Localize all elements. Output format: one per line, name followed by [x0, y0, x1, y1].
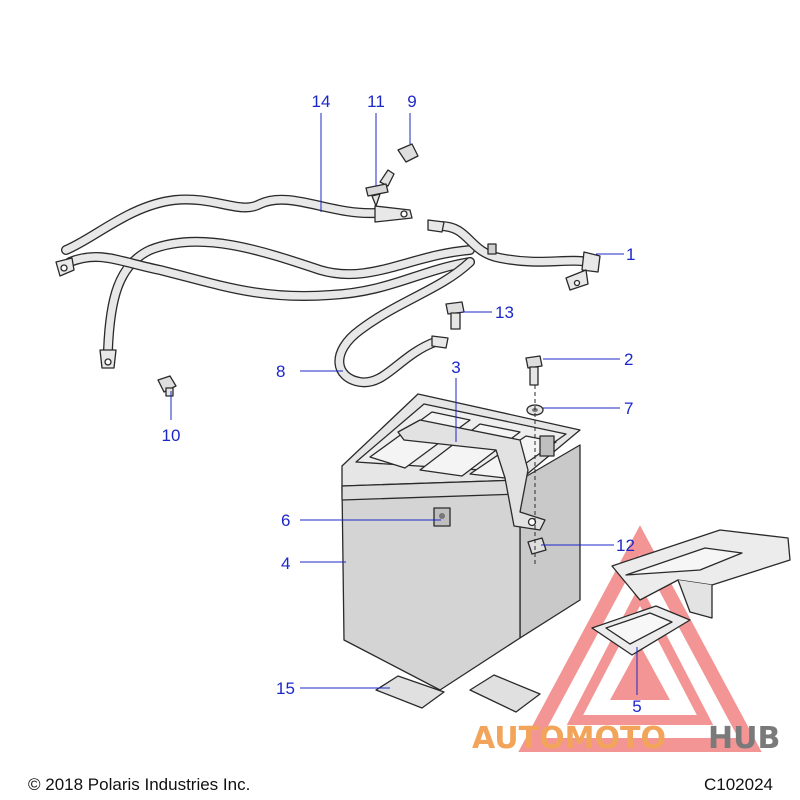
diagram-code: C102024 — [704, 775, 773, 794]
copyright-text: © 2018 Polaris Industries Inc. — [28, 775, 250, 794]
callout-1: 1 — [626, 245, 635, 264]
callout-7: 7 — [624, 399, 633, 418]
nut-12 — [527, 537, 547, 555]
battery-pads — [375, 674, 541, 713]
watermark-brand-text: AUTOMOTO HUB — [472, 721, 780, 756]
callout-3: 3 — [451, 358, 460, 377]
callout-labels: 14 11 9 1 13 2 7 8 3 10 6 4 12 15 5 — [162, 92, 642, 716]
bolt-13 — [445, 301, 465, 330]
bolt-2 — [525, 355, 543, 386]
callout-15: 15 — [276, 679, 295, 698]
callout-4: 4 — [281, 554, 290, 573]
cable-1 — [427, 219, 601, 291]
cable-long-lower — [99, 236, 475, 369]
callout-9: 9 — [407, 92, 416, 111]
cable-8 — [334, 257, 475, 388]
nut-9 — [397, 143, 419, 163]
watermark-brand-part1: AUTOMOTO — [472, 721, 666, 756]
push-rivet-11 — [365, 169, 395, 207]
leader-lines — [170, 113, 638, 695]
cable-14 — [61, 194, 413, 255]
callout-13: 13 — [495, 303, 514, 322]
cable-left-lug — [55, 251, 475, 301]
callout-14: 14 — [312, 92, 331, 111]
battery-strap — [397, 419, 546, 531]
callout-11: 11 — [367, 92, 385, 111]
bolt-10 — [157, 375, 177, 397]
watermark-brand-part2: HUB — [708, 721, 780, 756]
callout-6: 6 — [281, 511, 290, 530]
callout-12: 12 — [616, 536, 635, 555]
callout-2: 2 — [624, 350, 633, 369]
callout-8: 8 — [276, 362, 285, 381]
callout-5: 5 — [632, 697, 641, 716]
battery-hold-down-bracket — [591, 529, 791, 656]
callout-10: 10 — [162, 426, 181, 445]
watermark-triangle-logo — [518, 525, 762, 752]
